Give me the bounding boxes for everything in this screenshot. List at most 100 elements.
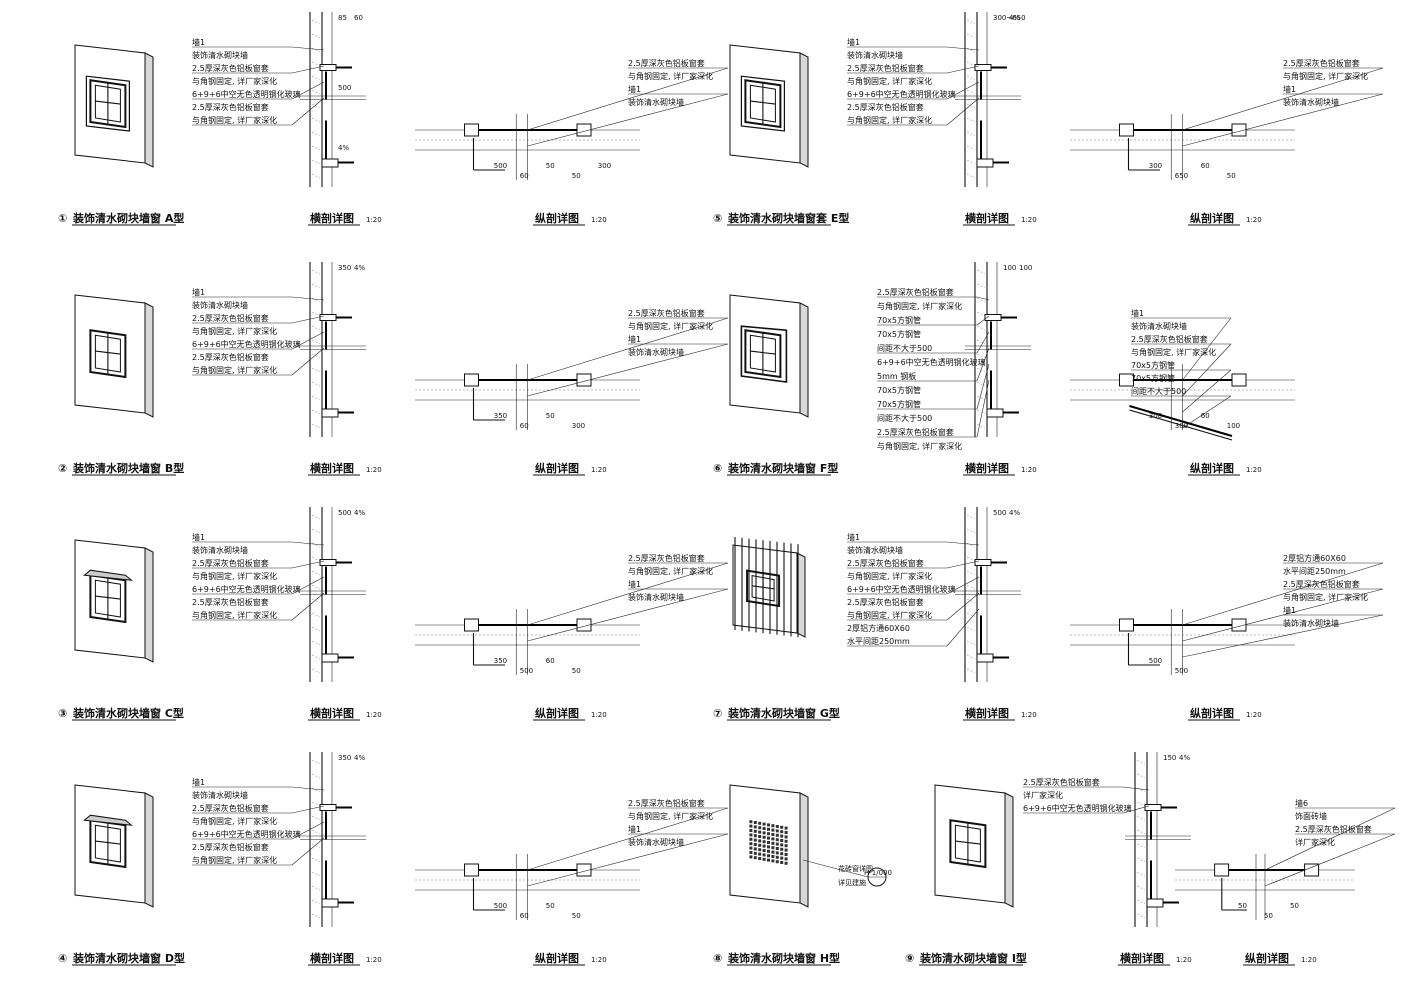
note-text: 6+9+6中空无色透明钢化玻璃 <box>192 829 301 839</box>
hatch <box>966 640 976 646</box>
lattice-cell <box>771 833 775 836</box>
section-scale: 1:20 <box>1301 956 1317 964</box>
hatch <box>976 311 986 317</box>
lattice-cell <box>784 826 788 830</box>
sill-block <box>319 804 337 811</box>
leader <box>946 560 980 569</box>
hatch <box>311 885 321 891</box>
leader <box>946 576 980 595</box>
transom <box>95 595 121 600</box>
note-text: 装饰清水砌块墙 <box>1131 321 1187 331</box>
leader <box>946 97 980 126</box>
hatch <box>966 570 976 576</box>
transom <box>750 100 776 105</box>
detail-number: ⑤ <box>713 212 722 225</box>
lattice-cell <box>758 835 762 838</box>
note-text: 水平间距250mm <box>847 636 910 646</box>
section-label-z: 纵剖详图 <box>1190 211 1234 225</box>
transom <box>955 840 981 845</box>
hatch <box>976 269 986 275</box>
hatch <box>311 145 321 151</box>
callout-text: 详见建施 <box>838 878 866 887</box>
detail-title: 装饰清水砌块墙窗 I型 <box>919 951 1027 965</box>
window-sash <box>749 84 776 123</box>
dimension: 500 <box>494 902 507 910</box>
lattice-cell <box>753 838 757 842</box>
panel-side <box>1004 792 1014 908</box>
leader <box>291 592 325 621</box>
hatch <box>311 668 321 674</box>
window-surround <box>85 75 130 132</box>
hatch <box>311 815 321 821</box>
hatch <box>311 409 321 415</box>
lattice-cell <box>771 841 775 845</box>
hatch <box>311 787 321 793</box>
leader <box>976 331 990 354</box>
note-text: 装饰清水砌块墙 <box>847 50 903 60</box>
hatch <box>311 395 321 401</box>
dimension: 60 <box>520 172 529 180</box>
lattice-cell <box>749 824 753 828</box>
head-block <box>321 898 339 908</box>
dimension: 100 <box>1019 264 1032 272</box>
leader <box>291 81 325 100</box>
hatch <box>311 556 321 562</box>
dimension: 60 <box>1201 162 1210 170</box>
note-text: 2.5厚深灰色铝板窗套 <box>192 842 269 852</box>
note-text: 2.5厚深灰色铝板窗套 <box>847 597 924 607</box>
note-text: 装饰清水砌块墙 <box>847 545 903 555</box>
hatch <box>311 353 321 359</box>
note-text: 装饰清水砌块墙 <box>192 50 248 60</box>
leader <box>946 81 980 100</box>
lattice-cell <box>775 855 779 859</box>
transom <box>95 350 121 355</box>
hatch <box>966 514 976 520</box>
lattice-cell <box>780 852 784 856</box>
section-label-z: 纵剖详图 <box>535 706 579 720</box>
lattice-cell <box>753 834 757 838</box>
hatch <box>966 89 976 95</box>
window-sash <box>94 824 121 863</box>
dimension: 50 <box>572 912 581 920</box>
dimension: 350 <box>338 264 351 272</box>
note-text: 70x5方钢管 <box>877 315 921 325</box>
hatch <box>966 542 976 548</box>
dimension: 50 <box>1238 902 1247 910</box>
detail-title: 装饰清水砌块墙窗 B型 <box>72 461 184 475</box>
section-label-h: 横剖详图 <box>965 211 1009 225</box>
dimension: 50 <box>546 412 555 420</box>
lattice-cell <box>775 847 779 850</box>
leader <box>946 65 980 74</box>
hatch <box>311 773 321 779</box>
hatch <box>311 325 321 331</box>
note-text: 间距不大于500 <box>1131 386 1186 396</box>
transom <box>95 100 121 105</box>
section-scale: 1:20 <box>591 711 607 719</box>
window-sash <box>94 334 121 373</box>
hatch <box>966 612 976 618</box>
lattice-cell <box>767 854 770 858</box>
lattice-block <box>749 820 788 865</box>
leader <box>1182 588 1384 642</box>
leader <box>946 592 980 621</box>
lattice-cell <box>758 843 762 847</box>
dimension: 4% <box>354 509 365 517</box>
leader <box>1264 807 1396 871</box>
hatch <box>976 297 986 303</box>
leader <box>1122 786 1150 791</box>
note-text: 与角钢固定, 详厂家深化 <box>628 71 713 81</box>
lattice-cell <box>767 841 770 844</box>
note-text: 2.5厚深灰色铝板窗套 <box>847 63 924 73</box>
note-text: 2.5厚深灰色铝板窗套 <box>628 58 705 68</box>
note-text: 墙1 <box>847 37 860 47</box>
leader <box>291 296 325 301</box>
hatch <box>966 47 976 53</box>
dimension: 300 <box>598 162 611 170</box>
note-text: 与角钢固定, 详厂家深化 <box>192 816 277 826</box>
callout-text: 花砖窗详图 <box>838 864 873 873</box>
note-text: 6+9+6中空无色透明钢化玻璃 <box>1023 803 1132 813</box>
leader <box>976 363 990 410</box>
hatch <box>966 668 976 674</box>
